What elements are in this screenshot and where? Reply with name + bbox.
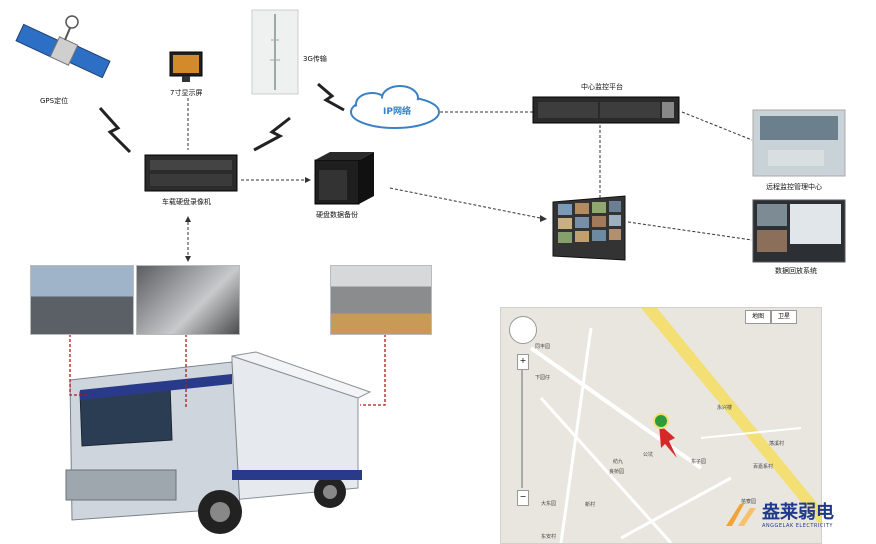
map-place: 公坑 [643, 452, 654, 458]
truck-illustration [65, 351, 372, 534]
control-room-photo [752, 109, 846, 177]
cargo-area-photo [330, 265, 432, 335]
road-camera-photo [30, 265, 134, 335]
antenna-icon [251, 9, 299, 95]
center-platform-label: 中心监控平台 [581, 83, 623, 91]
wireless-signal-icon [98, 106, 132, 154]
map-view-button[interactable]: 地图 [745, 310, 771, 324]
wireless-signal-icon [317, 82, 345, 112]
storage-icon [314, 152, 374, 205]
backup-label: 硬盘数据备份 [316, 211, 358, 219]
camera-link-line [69, 334, 90, 396]
display-label: 7寸显示屏 [170, 89, 203, 97]
brand-name: 盎莱弱电 [762, 502, 834, 523]
map-place: 东安村 [541, 534, 557, 540]
gps-label: GPS定位 [40, 97, 69, 105]
remote-center-label: 远程监控管理中心 [766, 183, 822, 191]
transmission-label: 3G传输 [303, 55, 327, 63]
dvr-icon [144, 154, 238, 192]
playback-screen-icon [752, 199, 846, 263]
map-place: 新村 [585, 502, 596, 508]
brand-subtitle: ANGGELAK ELECTRICITY [762, 523, 833, 529]
map-place: 荡溪村 [769, 441, 785, 447]
video-wall-icon [552, 195, 626, 261]
cab-interior-photo [136, 265, 240, 335]
map-place: 东子园 [691, 459, 707, 465]
gps-map[interactable]: 地图 卫星 + − 同丰园 下园仔 永兴楼 荡溪村 东子园 百嘉系村 公坑 纺九… [500, 307, 822, 544]
zoom-out-button[interactable]: − [517, 490, 529, 506]
ip-network-cloud [350, 85, 440, 129]
map-place: 永兴楼 [717, 405, 733, 411]
server-icon [532, 96, 680, 124]
map-place: 百嘉系村 [753, 464, 774, 470]
camera-link-line [360, 334, 386, 406]
monitor-icon [169, 51, 203, 82]
satellite-icon [15, 15, 111, 79]
playback-label: 数据回放系统 [775, 267, 817, 275]
map-place: 纺九 [613, 459, 624, 465]
pan-control[interactable] [509, 316, 537, 344]
brand-watermark: 盎莱弱电 ANGGELAK ELECTRICITY [722, 494, 872, 540]
zoom-in-button[interactable]: + [517, 354, 529, 370]
map-place: 良桥园 [609, 469, 625, 475]
map-place: 大东园 [541, 501, 557, 507]
dvr-label: 车载硬盘录像机 [162, 198, 211, 206]
ip-network-label: IP网络 [383, 107, 411, 117]
map-place: 苗寮园 [741, 499, 757, 505]
map-roads [529, 308, 821, 543]
satellite-view-button[interactable]: 卫星 [771, 310, 797, 324]
map-place: 下园仔 [535, 375, 551, 381]
map-place: 同丰园 [535, 344, 551, 350]
wireless-signal-icon [253, 116, 291, 152]
brand-logo-icon [726, 504, 756, 526]
zoom-slider[interactable] [521, 370, 523, 488]
